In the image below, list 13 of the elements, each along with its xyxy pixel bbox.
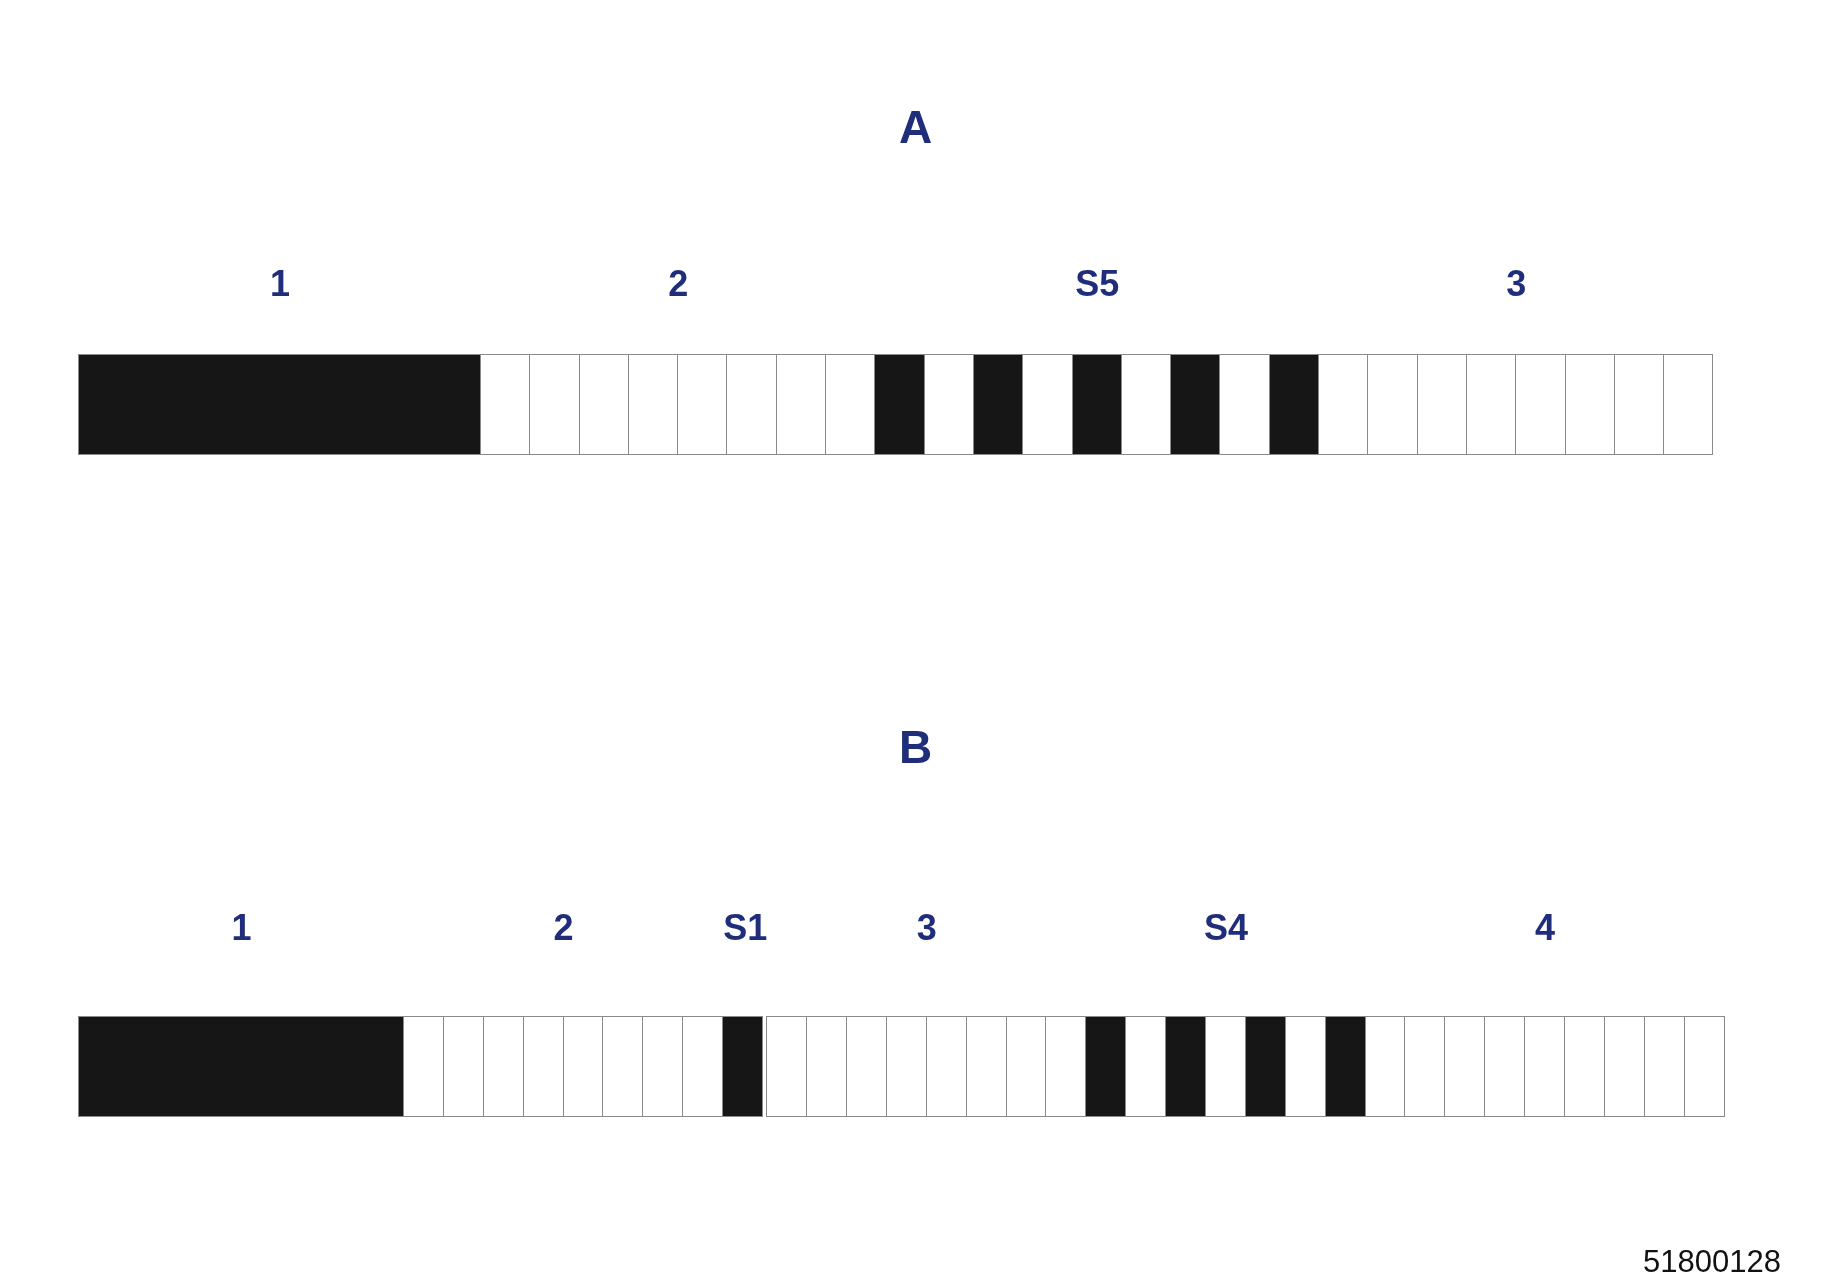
segment-label: 1	[231, 910, 252, 946]
segment-label: S5	[1075, 266, 1120, 302]
figure-number: 51800128	[1643, 1246, 1781, 1277]
segment-label: 2	[668, 266, 689, 302]
section-letter: B	[898, 721, 933, 773]
section-letter: A	[898, 101, 933, 153]
segment-label: 4	[1535, 910, 1556, 946]
segment-label: 3	[916, 910, 937, 946]
segment-label: 1	[270, 266, 290, 302]
segment-label: S4	[1203, 910, 1248, 946]
segment-label: 2	[553, 910, 574, 946]
segment-label: 3	[1506, 266, 1527, 302]
segment-label: S1	[723, 910, 768, 946]
